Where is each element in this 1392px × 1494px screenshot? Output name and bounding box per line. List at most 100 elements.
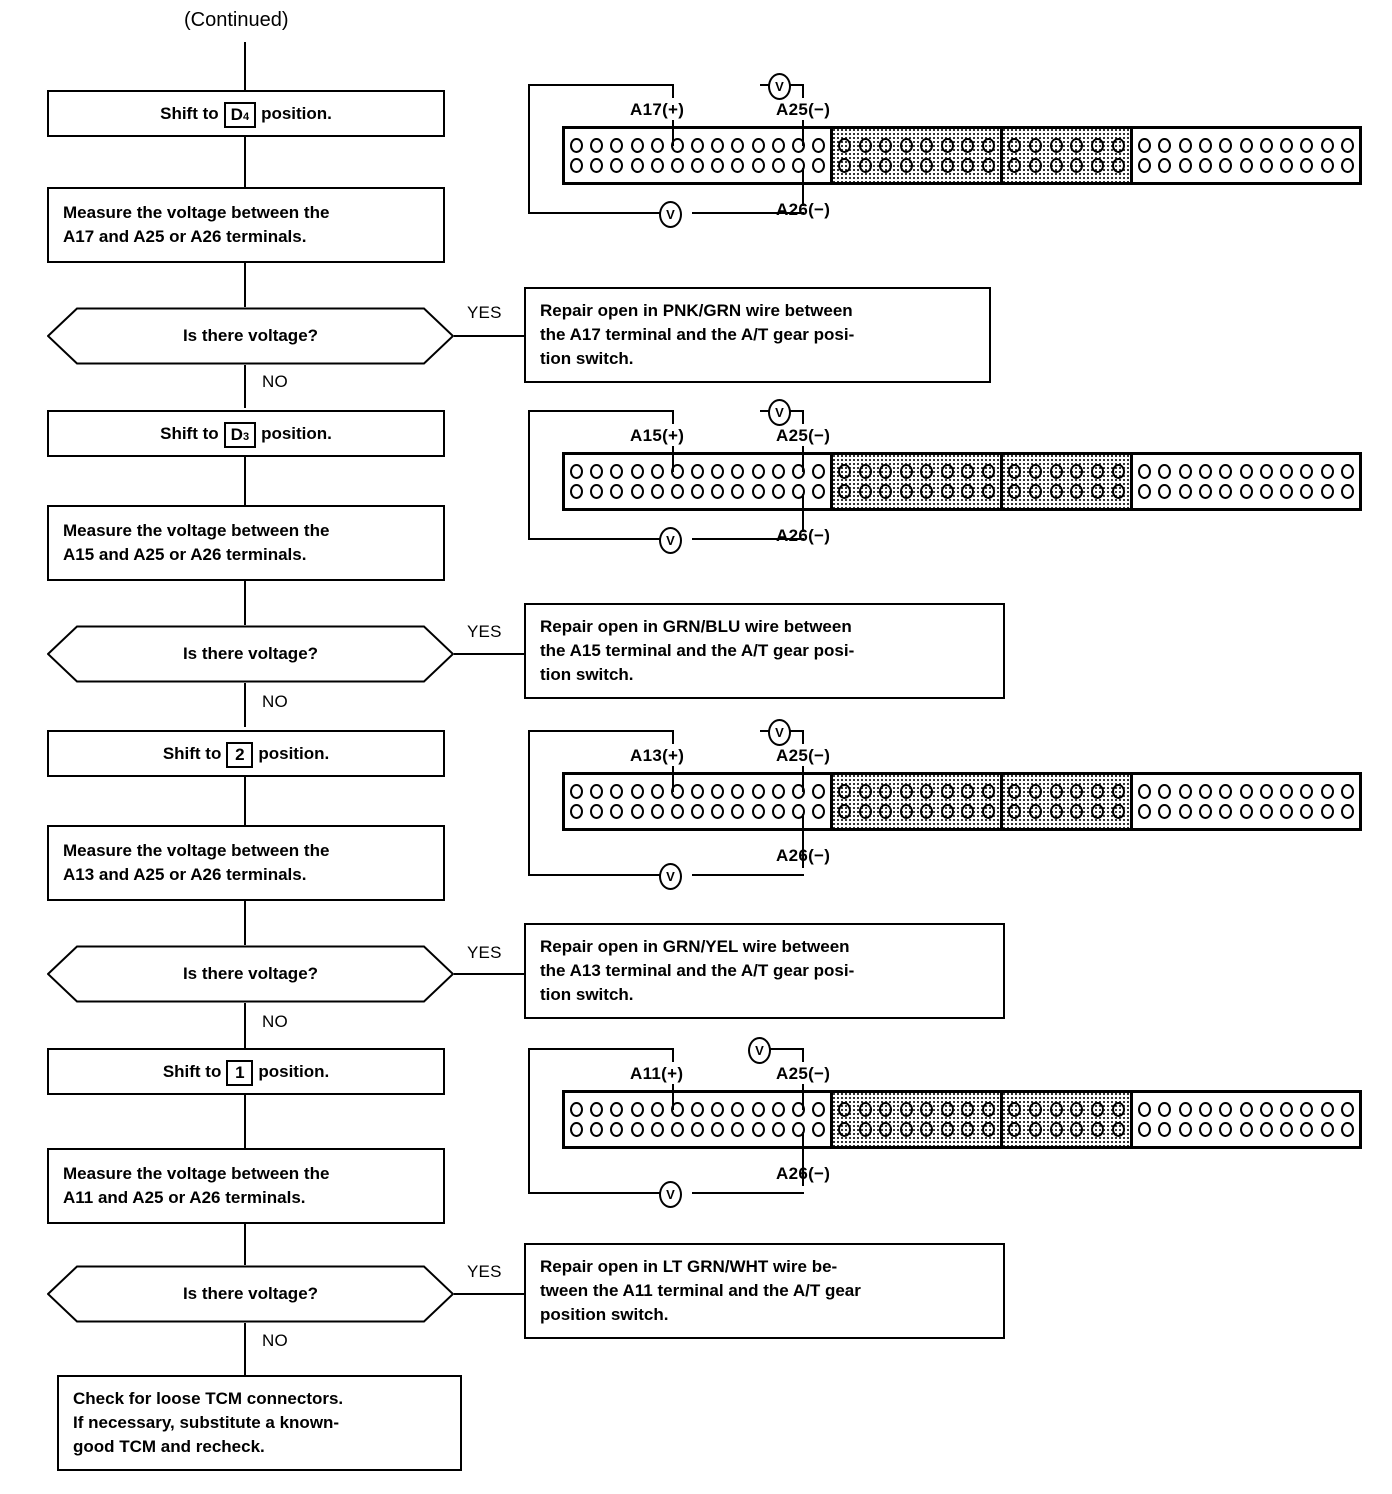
flow-line-2b [244,581,246,625]
terminal-pin [650,804,664,819]
terminal-pin [590,484,604,499]
terminal-pin [940,784,954,799]
shift-prefix-4: Shift to [162,1061,222,1081]
terminal-pin [812,784,826,799]
terminal-pin [899,464,913,479]
terminal-pin [711,464,725,479]
terminal-pin [1280,1122,1294,1137]
terminal-pin [570,1102,583,1117]
terminal-pin [1178,484,1192,499]
measure-1-line2: A17 and A25 or A26 terminals. [63,227,307,246]
terminal-pin-row [570,484,826,499]
repair-1-line2: the A17 terminal and the A/T gear posi- [540,324,855,344]
terminal-pin [1239,158,1253,173]
terminal-pin [1280,1102,1294,1117]
terminal-pin [650,1122,664,1137]
repair-4-line3: position switch. [540,1305,669,1325]
terminal-pin [610,1122,624,1137]
probe2-a25-upper [802,410,804,424]
terminal-pin [711,784,725,799]
yes-label-1: YES [467,303,502,322]
terminal-pin-row [1138,784,1354,799]
terminal-pin [879,138,893,153]
terminal-pin [1091,1122,1105,1137]
terminal-pin [691,1122,705,1137]
terminal-pin [920,484,934,499]
terminal-pin [940,804,954,819]
decision-3: Is there voltage? [47,945,454,1003]
voltmeter4-top: V [748,1037,771,1064]
terminal-pin [650,1102,664,1117]
terminal2-segment-1 [565,455,830,508]
terminal-pin [570,804,583,819]
terminal-pin [590,158,604,173]
no-label-1: NO [262,372,288,391]
terminal-pin [610,138,624,153]
label-negative-top-3: A25(−) [776,746,831,765]
terminal-pin [630,784,644,799]
terminal-pin [731,1102,745,1117]
connector-figure-1: V A17(+) A25(−) A26(−) V [520,73,1370,228]
terminal-pin [879,484,893,499]
terminal-pin [879,784,893,799]
no-label-3: NO [262,1012,288,1031]
meter3-wire-left-vert [528,730,530,876]
terminal-pin [731,784,745,799]
terminal-pin [838,784,852,799]
terminal-block-2 [562,452,1362,511]
terminal-pin [1138,138,1152,153]
terminal-pin [1178,138,1192,153]
terminal-pin [1138,484,1152,499]
terminal-pin [981,464,995,479]
connector-figure-3: V A13(+) A25(−) A26(−) V [520,719,1370,890]
terminal-pin [1259,464,1273,479]
terminal-pin [858,464,872,479]
terminal-pin [731,484,745,499]
decision-4: Is there voltage? [47,1265,454,1323]
terminal-pin [731,138,745,153]
terminal-pin [899,804,913,819]
terminal-pin [670,1122,684,1137]
meter4-wire-top-right [760,1048,802,1050]
decision-3-shape [47,945,454,1003]
repair-2-line2: the A15 terminal and the A/T gear posi- [540,640,855,660]
terminal-pin [1199,1122,1213,1137]
probe2-drop-a25 [802,446,804,472]
terminal-pin [1341,138,1354,153]
terminal-pin-row [838,784,995,799]
terminal-pin [1320,784,1334,799]
terminal-pin [1280,804,1294,819]
terminal-pin [838,138,852,153]
terminal-pin [670,484,684,499]
terminal-pin [1178,784,1192,799]
terminal-pin [1158,804,1172,819]
terminal-segment-1 [565,129,830,182]
terminal-pin [1320,804,1334,819]
terminal-pin [1049,784,1063,799]
terminal-pin [879,1102,893,1117]
terminal-pin [1091,138,1105,153]
terminal-pin [1091,804,1105,819]
terminal-pin [1028,158,1042,173]
flow-line-2a [244,457,246,505]
repair-2-line3: tion switch. [540,665,634,685]
terminal-pin [1300,1102,1314,1117]
probe2-drop-a15 [672,446,674,472]
terminal-pin [650,138,664,153]
terminal-block-3 [562,772,1362,831]
terminal-pin [1341,1122,1354,1137]
terminal-pin [751,1122,765,1137]
measure-4-line1: Measure the voltage between the [63,1163,330,1183]
repair-3-line3: tion switch. [540,985,634,1005]
repair-box-4-text: Repair open in LT GRN/WHT wire be- tween… [526,1255,875,1327]
probe-a25-upper [802,84,804,98]
shift-suffix-3: position. [258,743,330,763]
terminal4-segment-4 [1130,1093,1359,1146]
terminal-pin [1199,464,1213,479]
probe4-drop-a11 [672,1084,674,1110]
terminal-pin-row [1007,138,1126,153]
terminal-pin-row [838,1102,995,1117]
